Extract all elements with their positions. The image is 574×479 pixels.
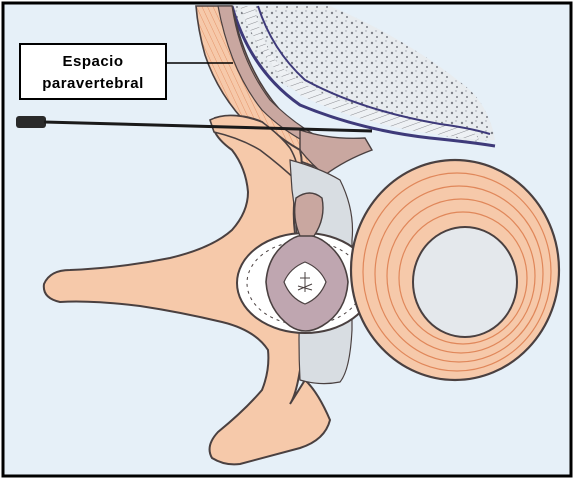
label-line-2: paravertebral xyxy=(42,75,144,92)
needle-hub xyxy=(16,116,46,128)
label-espacio-paravertebral: Espacio paravertebral xyxy=(20,44,166,99)
label-line-1: Espacio xyxy=(62,53,123,70)
nucleus-pulposus xyxy=(413,227,517,337)
